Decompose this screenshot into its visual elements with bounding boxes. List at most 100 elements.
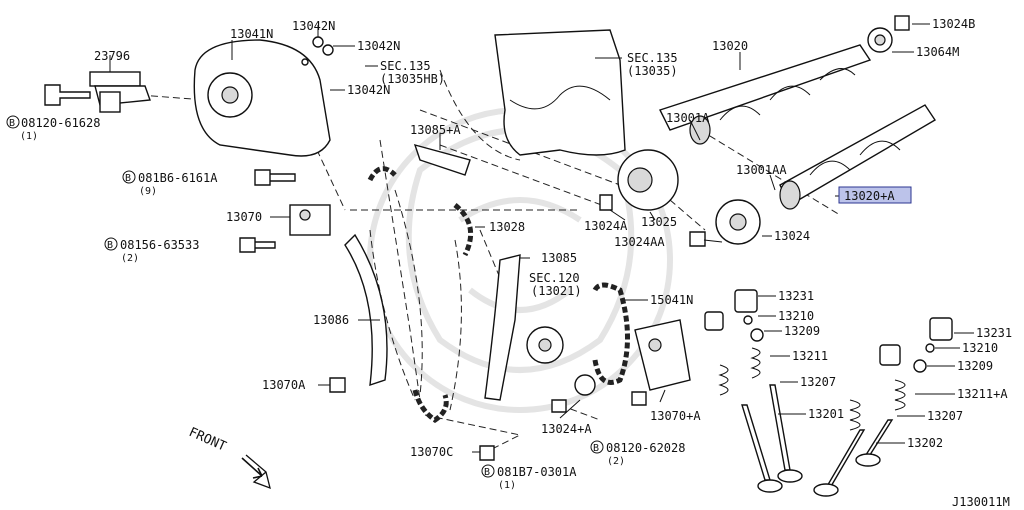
label-13231-a: 13231 xyxy=(778,289,814,303)
timing-chain-upper-13028 xyxy=(367,166,474,257)
label-13070a: 13070A xyxy=(262,378,306,392)
oil-pump-sprocket-13024-plus-a xyxy=(574,374,596,396)
valve-timing-control-13025 xyxy=(617,149,679,211)
label-13209-b: 13209 xyxy=(957,359,993,373)
label-13024b: 13024B xyxy=(932,17,975,31)
label-13001aa: 13001AA xyxy=(736,163,787,177)
bolt-callout-081b7-0301a: B 081B7-0301A (1) xyxy=(481,464,577,491)
label-13209-a: 13209 xyxy=(784,324,820,338)
bolt-prefix-circle xyxy=(122,170,136,184)
label-13028: 13028 xyxy=(489,220,525,234)
crank-sprocket-sec120 xyxy=(526,326,564,364)
bolt-part-number: 08156-63533 xyxy=(120,238,199,252)
front-arrow-head-icon xyxy=(245,454,271,490)
bolt-prefix-circle xyxy=(481,464,495,478)
bolt-part-number: 081B6-6161A xyxy=(138,171,218,185)
valve-train-exhaust xyxy=(813,317,953,497)
front-cover-13041N xyxy=(193,39,331,157)
seal-rings-13042N xyxy=(301,36,334,66)
label-sec135-a-sub: (13035HB) xyxy=(380,72,445,86)
bolt-13024AA-part xyxy=(689,231,706,247)
bolt-prefix-letter: B xyxy=(484,467,490,478)
label-13024-plus-a: 13024+A xyxy=(541,422,592,436)
bolt-13024B-part xyxy=(894,15,910,31)
front-arrow-icon xyxy=(241,457,263,479)
label-13085-plus-a: 13085+A xyxy=(410,123,461,137)
bolt-081B6-6161A-part xyxy=(254,169,296,186)
bolt-13070C-part xyxy=(479,445,495,461)
bolt-08120-61628-part xyxy=(44,84,91,106)
label-13024aa: 13024AA xyxy=(614,235,665,249)
label-13201: 13201 xyxy=(808,407,844,421)
diagram-id: J130011M xyxy=(952,495,1010,509)
exhaust-sprocket-13024 xyxy=(715,199,761,245)
bolt-prefix-circle xyxy=(6,115,20,129)
label-13042n-mid: 13042N xyxy=(357,39,400,53)
bolt-prefix-letter: B xyxy=(9,118,15,129)
cylinder-head-cover-sec135 xyxy=(494,29,626,156)
valve-train-intake xyxy=(704,289,803,493)
sprocket-13064M xyxy=(867,27,893,53)
bolt-quantity: (1) xyxy=(20,131,38,142)
label-13020-plus-a[interactable]: 13020+A xyxy=(844,189,895,203)
bolt-prefix-letter: B xyxy=(125,173,131,184)
label-13020: 13020 xyxy=(712,39,748,53)
label-23796: 23796 xyxy=(94,49,130,63)
bolt-callout-08156-63533: B 08156-63533 (2) xyxy=(104,237,199,264)
label-13202: 13202 xyxy=(907,436,943,450)
part-23796-sensor xyxy=(89,71,151,113)
label-sec135-b: SEC.135 xyxy=(627,51,678,65)
label-sec135-b-sub: (13035) xyxy=(627,64,678,78)
label-13042n-low: 13042N xyxy=(347,83,390,97)
label-13211-plus-a: 13211+A xyxy=(957,387,1008,401)
bolt-callout-08120-61628: B 08120-61628 (1) xyxy=(6,115,100,142)
bolt-part-number: 08120-61628 xyxy=(21,116,100,130)
label-13070c: 13070C xyxy=(410,445,453,459)
label-13085: 13085 xyxy=(541,251,577,265)
label-13042n-top: 13042N xyxy=(292,19,335,33)
bolt-quantity: (9) xyxy=(139,186,157,197)
bolt-prefix-circle xyxy=(104,237,118,251)
bolt-callout-08120-62028: B 08120-62028 (2) xyxy=(590,440,685,467)
tensioner-13070-plus-a xyxy=(634,319,691,391)
label-15041n: 15041N xyxy=(650,293,693,307)
label-13001a: 13001A xyxy=(666,111,710,125)
bolt-08120-62028-part xyxy=(631,391,647,406)
tensioner-13070 xyxy=(289,204,331,236)
front-direction-indicator: FRONT xyxy=(186,425,271,490)
label-13025: 13025 xyxy=(641,215,677,229)
label-13024: 13024 xyxy=(774,229,810,243)
label-13070-plus-a: 13070+A xyxy=(650,409,701,423)
oil-pump-chain-15041N xyxy=(592,282,630,385)
label-13210-a: 13210 xyxy=(778,309,814,323)
bolt-prefix-letter: B xyxy=(593,443,599,454)
label-13231-b: 13231 xyxy=(976,326,1012,340)
label-13207-a: 13207 xyxy=(800,375,836,389)
camshaft-13020 xyxy=(659,44,872,145)
label-13207-b: 13207 xyxy=(927,409,963,423)
label-13070: 13070 xyxy=(226,210,262,224)
part-labels: 23796 13041N 13042N 13042N 13042N SEC.13… xyxy=(94,17,1012,459)
bolt-callout-081b6-6161a: B 081B6-6161A (9) xyxy=(122,170,218,197)
label-13024a: 13024A xyxy=(584,219,628,233)
bolt-quantity: (2) xyxy=(121,253,139,264)
label-13041n: 13041N xyxy=(230,27,273,41)
label-sec120-sub: (13021) xyxy=(531,284,582,298)
bolt-part-number: 08120-62028 xyxy=(606,441,685,455)
slack-guide-13086 xyxy=(344,233,388,387)
bolt-part-number: 081B7-0301A xyxy=(497,465,577,479)
label-13064m: 13064M xyxy=(916,45,959,59)
bolt-prefix-letter: B xyxy=(107,240,113,251)
bolt-13024A-part xyxy=(599,194,613,211)
bolt-13070A-part xyxy=(329,377,346,393)
label-13210-b: 13210 xyxy=(962,341,998,355)
label-13086: 13086 xyxy=(313,313,349,327)
bolt-prefix-circle xyxy=(590,440,604,454)
camshaft-13020-plus-a xyxy=(779,104,936,210)
front-label: FRONT xyxy=(186,425,228,455)
label-sec120: SEC.120 xyxy=(529,271,580,285)
label-sec135-a: SEC.135 xyxy=(380,59,431,73)
bolt-08156-63533-part xyxy=(239,237,276,253)
chain-lower-loop xyxy=(412,389,449,424)
